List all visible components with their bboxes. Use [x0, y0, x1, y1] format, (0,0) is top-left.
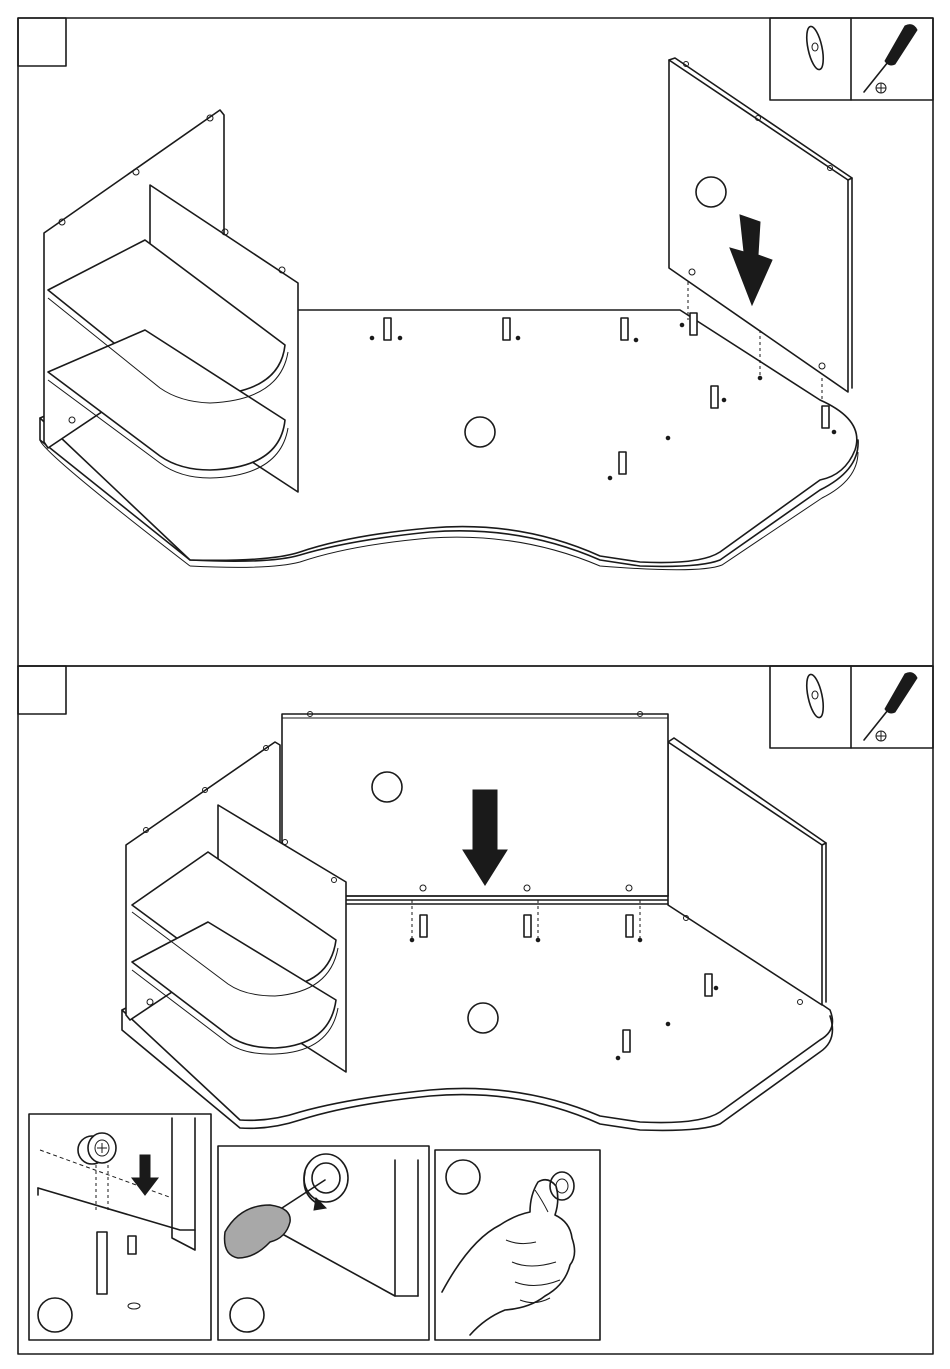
tighten-cam-with-screwdriver-detail — [218, 1146, 429, 1340]
step-1 — [18, 18, 933, 570]
insert-cam-lock-detail — [29, 1114, 211, 1340]
cam-lock-icon — [304, 1154, 348, 1202]
step-1-tools-box — [770, 18, 933, 100]
phillips-screwdriver-icon — [864, 25, 917, 93]
detail-circle-a — [38, 1298, 72, 1332]
step-2 — [18, 666, 933, 1340]
cam-lock-icon — [804, 673, 827, 719]
dowel-bolt — [97, 1232, 107, 1294]
arrow-down-icon — [132, 1155, 158, 1195]
step-1-number-box — [18, 18, 66, 66]
step-2-back-panel — [282, 712, 668, 905]
step-2-tools-box — [770, 666, 933, 748]
phillips-screwdriver-icon — [864, 673, 917, 741]
cam-lock-icon — [804, 25, 827, 71]
cam-lock-icon — [550, 1172, 574, 1200]
cam-lock-icon — [78, 1133, 116, 1164]
hand-icon — [442, 1180, 575, 1335]
detail-circle-b — [230, 1298, 264, 1332]
detail-circle-c — [446, 1160, 480, 1194]
push-cam-by-hand-detail — [435, 1150, 600, 1340]
screwdriver-handle — [225, 1205, 291, 1258]
step-2-number-box — [18, 666, 66, 714]
